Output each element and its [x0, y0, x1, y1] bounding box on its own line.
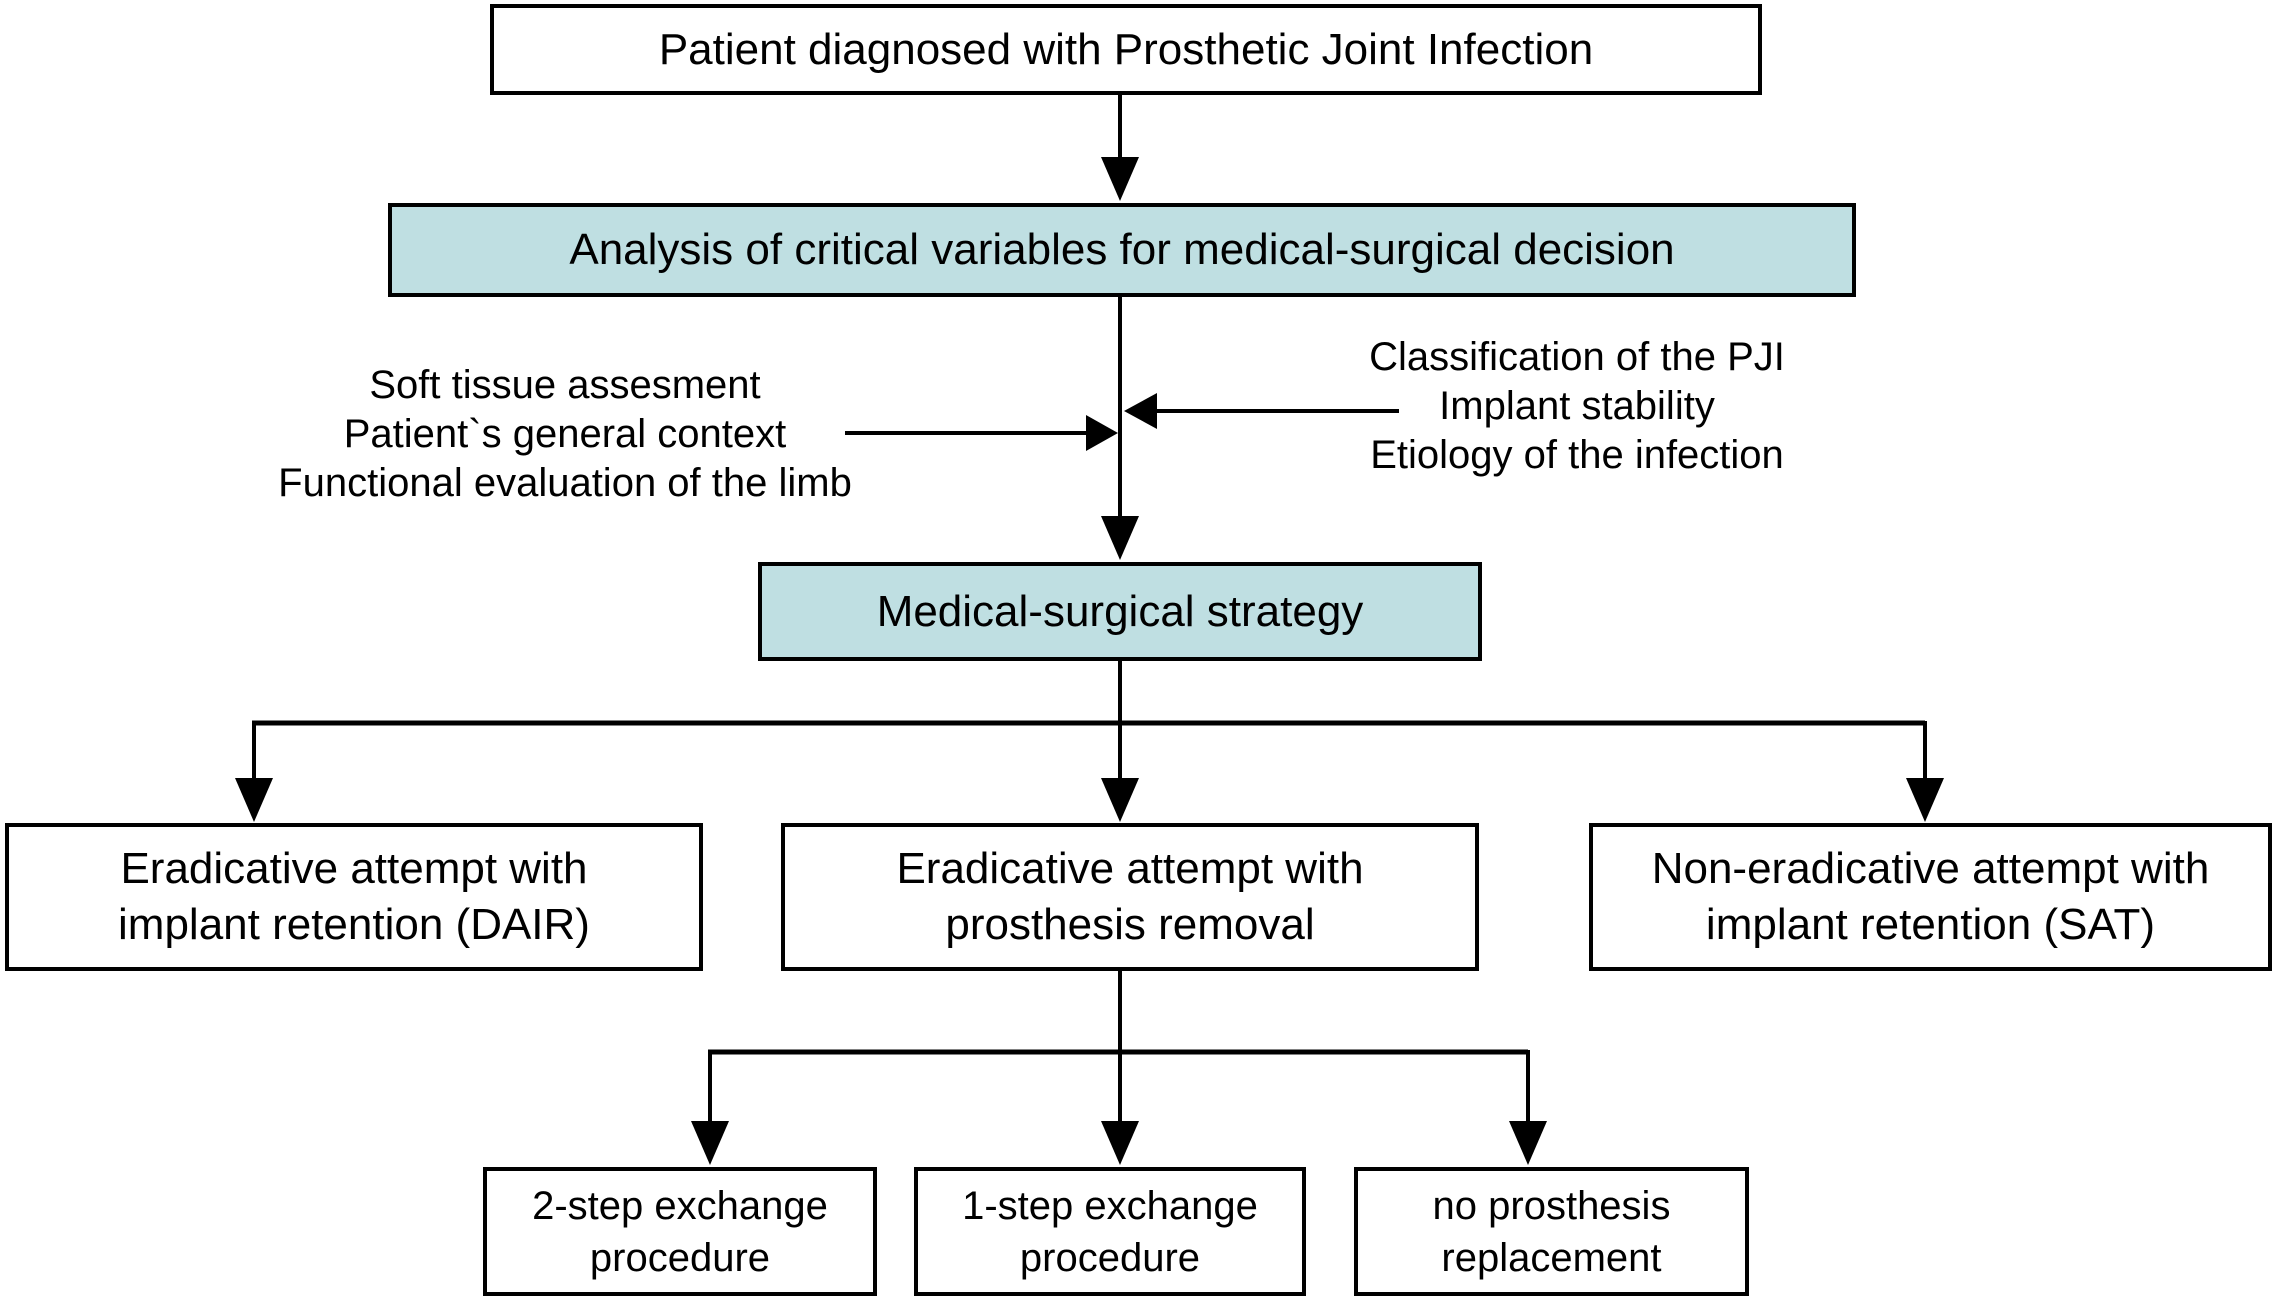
- arrow-left-factors: [845, 415, 1118, 451]
- arrow-analysis-to-strategy: [1101, 297, 1139, 560]
- node-two-step-exchange: 2-step exchange procedure: [483, 1167, 877, 1296]
- node-medical-surgical-strategy: Medical-surgical strategy: [758, 562, 1482, 661]
- branch-level-1: [235, 661, 1944, 822]
- arrow-root-to-analysis: [1101, 95, 1139, 201]
- branch-level-2: [691, 971, 1547, 1165]
- node-no-prosthesis-replacement: no prosthesis replacement: [1354, 1167, 1749, 1296]
- node-analysis-critical-variables: Analysis of critical variables for medic…: [388, 203, 1856, 297]
- node-one-step-exchange: 1-step exchange procedure: [914, 1167, 1306, 1296]
- node-patient-diagnosed: Patient diagnosed with Prosthetic Joint …: [490, 4, 1762, 95]
- arrow-right-factors: [1124, 393, 1399, 429]
- note-left-factors: Soft tissue assesment Patient`s general …: [278, 363, 852, 505]
- node-dair: Eradicative attempt with implant retenti…: [5, 823, 703, 971]
- node-sat: Non-eradicative attempt with implant ret…: [1589, 823, 2272, 971]
- note-right-factors: Classification of the PJI Implant stabil…: [1369, 335, 1785, 477]
- node-prosthesis-removal: Eradicative attempt with prosthesis remo…: [781, 823, 1479, 971]
